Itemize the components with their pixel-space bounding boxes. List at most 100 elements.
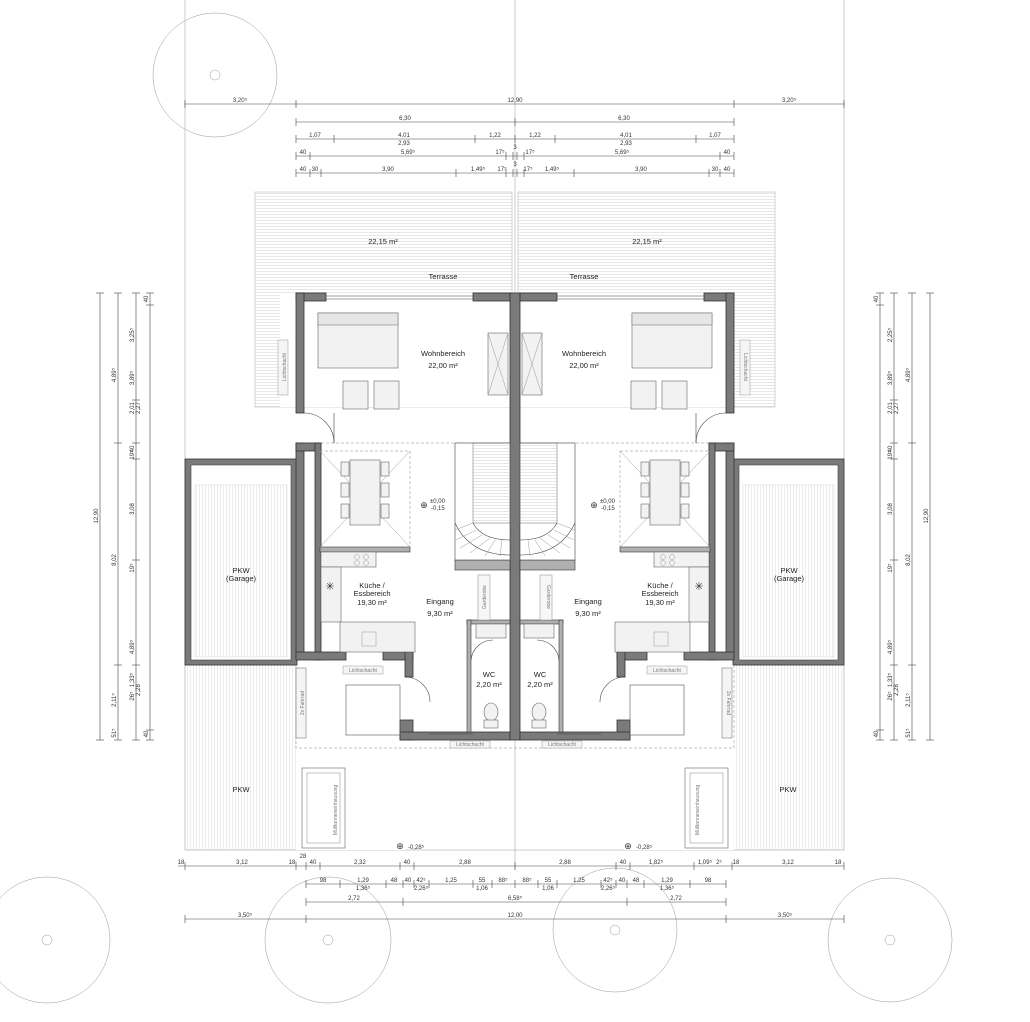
- dim-bottom-r1-3: 28: [300, 854, 307, 860]
- terrace-area-right: 22,15 m²: [632, 237, 662, 246]
- level-right-1: ±0,00: [600, 499, 616, 505]
- dim-bottom-r1-14: 3,12: [782, 860, 794, 866]
- wardrobe-left: Garderobe: [482, 585, 488, 609]
- dimensions-right: 12,90 4,89⁵ 8,02 2,11⁵ 51⁵ 2,25⁵ 3,89⁵ 2…: [874, 292, 934, 741]
- stair-left: [454, 442, 511, 561]
- dim-bottom-r2-2: 1,36⁵: [356, 885, 371, 892]
- dim-top-r5-7: 1,49⁵: [545, 166, 560, 173]
- furniture: ✳ ✳: [277, 312, 751, 749]
- shaft-entry-right: Lichtschacht: [548, 742, 576, 748]
- level-left-1: ±0,00: [430, 499, 446, 505]
- shaft-kitchen-left: Lichtschacht: [349, 668, 377, 674]
- kitchen-area-right: 19,30 m²: [645, 598, 675, 607]
- level-out-right: -0,28⁵: [636, 844, 653, 851]
- dim-left-7: 2,01: [130, 402, 136, 414]
- dimensions-left: 12,90 4,89⁵ 8,02 2,11⁵ 51⁵ 3,25⁵ 3,89⁵ 2…: [94, 292, 154, 741]
- dim-right-15: 26⁵: [887, 691, 894, 701]
- dim-bottom-r2-15: 42⁵: [603, 877, 613, 884]
- dim-left-12: 19⁵: [129, 563, 136, 573]
- terrace-area-left: 22,15 m²: [368, 237, 398, 246]
- dim-top-r4-1: 5,69⁵: [401, 149, 416, 156]
- garage-right-1: PKW: [780, 566, 798, 575]
- living-area-right: 22,00 m²: [569, 361, 599, 370]
- dim-right-1: 4,89⁵: [905, 367, 912, 382]
- living-label-left: Wohnbereich: [421, 349, 465, 358]
- dim-right-17: 40: [874, 295, 880, 302]
- dim-bottom-r2-20: 1,36⁵: [660, 885, 675, 892]
- dim-bottom-r1-4: 40: [310, 860, 317, 866]
- dim-top-r4-4: 17⁵: [525, 149, 535, 156]
- dim-bottom-r3-1: 6,58⁵: [508, 895, 523, 902]
- dim-bottom-r1-13: 18: [733, 860, 740, 866]
- dim-bottom-r2-8: 55: [479, 878, 486, 884]
- parking-right: PKW: [779, 785, 797, 794]
- dim-left-17: 40: [144, 295, 150, 302]
- terrace-label-left: Terrasse: [429, 272, 458, 281]
- dim-top-r5-4: 17⁵: [497, 166, 507, 173]
- dim-bottom-r3-2: 2,72: [670, 896, 682, 902]
- wc-label-left: WC: [483, 670, 496, 679]
- dim-right-5: 2,25⁵: [887, 327, 894, 342]
- dim-top-r5-2: 3,90: [382, 167, 394, 173]
- dim-top-r5-3: 1,49⁵: [471, 166, 486, 173]
- kitchen-label-left-1: Küche /: [359, 581, 385, 590]
- terrace-label-right: Terrasse: [570, 272, 599, 281]
- dim-right-2: 8,02: [906, 554, 912, 566]
- trees: [0, 12, 953, 1004]
- dim-right-11: 3,08: [888, 503, 894, 515]
- dim-bottom-r4-2: 3,50⁵: [778, 912, 793, 919]
- shaft-entry-left: Lichtschacht: [456, 742, 484, 748]
- level-marker-icon: ⊕: [420, 500, 428, 510]
- wc-label-right: WC: [534, 670, 547, 679]
- dim-top-r3-0: 1,07: [309, 133, 321, 139]
- dim-bottom-r1-10: 1,82⁵: [649, 859, 664, 866]
- parking-left: PKW: [232, 785, 250, 794]
- dim-bottom-r2-13: 1,06: [542, 886, 554, 892]
- dim-bottom-r1-0: 18: [178, 860, 185, 866]
- dim-bottom-r1-11: 1,09⁵: [698, 859, 713, 866]
- dim-top-r4-0: 40: [300, 150, 307, 156]
- level-out-left: -0,28⁵: [408, 844, 425, 851]
- dim-top-r3-4: 1,22: [529, 133, 541, 139]
- dim-bottom-r2-10: 88⁵: [498, 877, 508, 884]
- dim-top-outer-right: 3,20⁵: [782, 97, 797, 104]
- dim-top-r3-5: 4,01: [620, 133, 632, 139]
- dim-bottom-r2-18: 48: [633, 878, 640, 884]
- ceiling-light-icon: ✳: [325, 581, 334, 593]
- dim-bottom-r2-16: 2,26⁵: [601, 885, 616, 892]
- dim-left-13: 4,89⁵: [129, 639, 136, 654]
- dim-top-r5-9: 30: [712, 167, 719, 173]
- dim-bottom-r2-7: 1,25: [445, 878, 457, 884]
- dim-left-14: 1,33⁵: [129, 672, 136, 687]
- dim-top-r5-5: 3: [513, 162, 517, 168]
- dim-bottom-r2-5: 42⁵: [416, 877, 426, 884]
- garage-left-2: (Garage): [226, 574, 257, 583]
- waste-left: Mülltonneneinhausung: [333, 785, 339, 836]
- shaft-left: Lichtschacht: [282, 352, 288, 380]
- dim-bottom-r2-4: 40: [405, 878, 412, 884]
- dim-top-r3-3: 1,22: [489, 133, 501, 139]
- dim-right-4: 51⁵: [905, 728, 912, 738]
- garage-left-1: PKW: [232, 566, 250, 575]
- dim-bottom-r1-15: 18: [835, 860, 842, 866]
- dim-top-half-right: 6,30: [618, 116, 630, 122]
- garage-right-2: (Garage): [774, 574, 805, 583]
- dim-left-3: 2,11⁵: [111, 693, 118, 707]
- dim-top-r3-6: 2,93: [620, 141, 632, 147]
- shaft-right: Lichtschacht: [742, 353, 748, 381]
- dim-bottom-r1-12: 2⁵: [716, 859, 722, 866]
- dim-top-outer-left: 3,20⁵: [233, 97, 248, 104]
- entrance-label-left: Eingang: [426, 597, 454, 606]
- wc-area-left: 2,20 m²: [476, 680, 502, 689]
- dim-bottom-r1-6: 40: [404, 860, 411, 866]
- waste-right: Mülltonneneinhausung: [695, 785, 701, 836]
- dim-bottom-r2-21: 98: [705, 878, 712, 884]
- dim-top-r4-5: 5,69⁵: [615, 149, 630, 156]
- parking: PKW PKW PKW (Garage) PKW (Garage) Müllto…: [184, 458, 845, 851]
- wc-area-right: 2,20 m²: [527, 680, 553, 689]
- dim-left-1: 4,89⁵: [111, 367, 118, 382]
- dim-top-total: 12,90: [507, 98, 523, 104]
- dim-top-r5-8: 3,90: [635, 167, 647, 173]
- kitchen-area-left: 19,30 m²: [357, 598, 387, 607]
- dim-bottom-r2-11: 88⁵: [522, 877, 532, 884]
